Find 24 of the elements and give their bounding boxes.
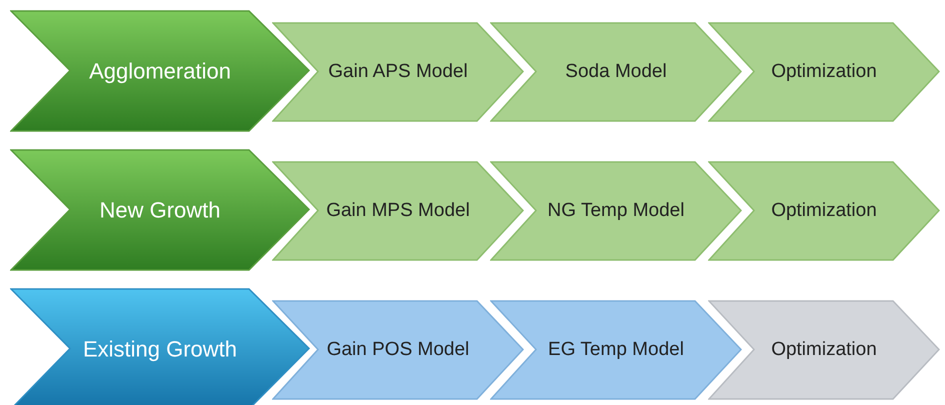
step-label: Gain MPS Model (325, 199, 471, 223)
step-label: Existing Growth (82, 335, 238, 363)
chevron-step (272, 22, 524, 122)
chevron-step (10, 288, 310, 405)
step-label: Gain POS Model (326, 338, 470, 362)
step-label: Agglomeration (88, 57, 232, 85)
step-label: Gain APS Model (327, 60, 469, 84)
step-label: Optimization (770, 199, 878, 223)
chevron-step (10, 149, 310, 271)
step-label: Optimization (770, 60, 878, 84)
chevron-step (708, 300, 940, 400)
chevron-step (708, 22, 940, 122)
chevron-step (272, 300, 524, 400)
chevron-step (490, 300, 742, 400)
chevron-step (708, 161, 940, 261)
chevron-step (490, 161, 742, 261)
step-label: Optimization (770, 338, 878, 362)
chevron-step (490, 22, 742, 122)
chevron-step (272, 161, 524, 261)
step-label: NG Temp Model (546, 199, 686, 223)
chevron-step (10, 10, 310, 132)
step-label: New Growth (98, 196, 222, 224)
step-label: EG Temp Model (547, 338, 685, 362)
step-label: Soda Model (564, 60, 668, 84)
